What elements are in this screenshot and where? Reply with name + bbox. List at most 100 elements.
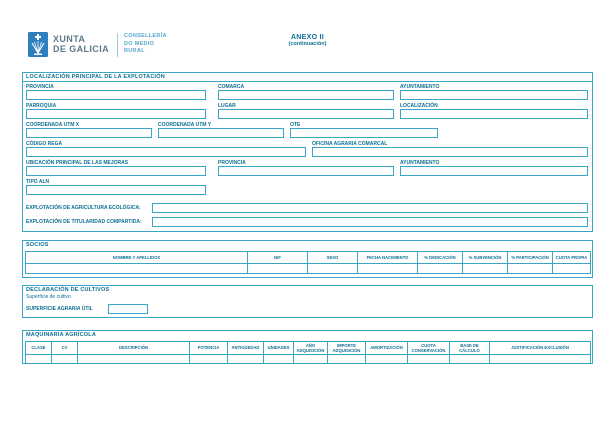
lugar-label: LUGAR — [218, 103, 236, 109]
socios-cell-nombre[interactable] — [25, 263, 248, 274]
socios-row — [25, 263, 591, 274]
maquinaria-col-amortizacion: AMORTIZACIÓN — [365, 341, 408, 355]
utm-y-label: COORDENADA UTM Y — [158, 122, 212, 128]
codigo-rega-input[interactable] — [26, 147, 306, 157]
provincia-label: PROVINCIA — [26, 84, 54, 90]
department-line1: CONSELLERÍA — [124, 32, 167, 39]
maquinaria-col-ano-adquisicion: AÑO ADQUISICIÓN — [293, 341, 328, 355]
ubicacion-mejoras-label: UBICACIÓN PRINCIPAL DE LAS MEJORAS — [26, 160, 129, 166]
socios-cell-sexo[interactable] — [307, 263, 358, 274]
maquinaria-cell-base-calculo[interactable] — [449, 354, 490, 364]
utm-y-input[interactable] — [158, 128, 284, 138]
titularidad-compartida-input[interactable] — [152, 217, 588, 227]
localizacion-input[interactable] — [400, 109, 588, 119]
oficina-agraria-input[interactable] — [312, 147, 588, 157]
localizacion-section-title: LOCALIZACIÓN PRINCIPAL DE LA EXPLOTACIÓN — [26, 74, 165, 80]
maquinaria-col-cuota-conservacion: CUOTA CONSERVACIÓN — [407, 341, 450, 355]
socios-col-fecha-nacimiento: FECHA NACIMIENTO — [357, 251, 418, 264]
oficina-agraria-label: OFICINA AGRARIA COMARCAL — [312, 141, 388, 147]
maquinaria-cell-cv[interactable] — [51, 354, 78, 364]
socios-col-subvencion: % SUBVENCIÓN — [462, 251, 508, 264]
comarca-label: COMARCA — [218, 84, 245, 90]
provincia-mejoras-label: PROVINCIA — [218, 160, 246, 166]
agricultura-ecologica-label: EXPLOTACIÓN DE AGRICULTURA ECOLÓGICA: — [26, 205, 141, 211]
socios-col-participacion: % PARTICIPACIÓN — [507, 251, 553, 264]
socios-cell-nif[interactable] — [247, 263, 308, 274]
maquinaria-section-title: MAQUINARIA AGRÍCOLA — [26, 332, 96, 338]
utm-x-label: COORDENADA UTM X — [26, 122, 80, 128]
logo-org-line2: DE GALICIA — [53, 43, 110, 54]
maquinaria-col-importe-adquisicion: IMPORTE ADQUISICIÓN — [327, 341, 366, 355]
localizacion-label: LOCALIZACIÓN — [400, 103, 438, 109]
ayuntamiento-mejoras-label: AYUNTAMIENTO — [400, 160, 440, 166]
maquinaria-cell-amortizacion[interactable] — [365, 354, 408, 364]
ote-label: OTE — [290, 122, 301, 128]
maquinaria-cell-importe-adquisicion[interactable] — [327, 354, 366, 364]
maquinaria-table: CLASE CV DESCRIPCIÓN POTENCIA ANTIGÜEDAD… — [25, 341, 591, 364]
parroquia-input[interactable] — [26, 109, 206, 119]
ayuntamiento-input[interactable] — [400, 90, 588, 100]
maquinaria-col-descripcion: DESCRIPCIÓN — [77, 341, 190, 355]
maquinaria-cell-ano-adquisicion[interactable] — [293, 354, 328, 364]
socios-col-cuota-propia: CUOTA PROPIA — [552, 251, 591, 264]
socios-cell-fecha-nacimiento[interactable] — [357, 263, 418, 274]
socios-cell-dedicacion[interactable] — [417, 263, 463, 274]
ote-input[interactable] — [290, 128, 438, 138]
comarca-input[interactable] — [218, 90, 394, 100]
socios-section-title: SOCIOS — [26, 242, 49, 248]
ayuntamiento-label: AYUNTAMIENTO — [400, 84, 440, 90]
maquinaria-col-clase: CLASE — [25, 341, 52, 355]
lugar-input[interactable] — [218, 109, 394, 119]
maquinaria-cell-antiguedad[interactable] — [227, 354, 264, 364]
page-subtitle: (continuación) — [288, 41, 327, 47]
maquinaria-col-potencia: POTENCIA — [189, 341, 228, 355]
maquinaria-row — [25, 354, 591, 364]
maquinaria-cell-clase[interactable] — [25, 354, 52, 364]
section-title-divider — [23, 81, 592, 82]
maquinaria-col-cv: CV — [51, 341, 78, 355]
provincia-mejoras-input[interactable] — [218, 166, 394, 176]
cultivos-section-title: DECLARACIÓN DE CULTIVOS — [26, 287, 110, 293]
socios-header-row: NOMBRE Y APELLIDOS NIF SEXO FECHA NACIMI… — [25, 251, 591, 264]
superficie-agraria-util-input[interactable] — [108, 304, 148, 314]
maquinaria-cell-cuota-conservacion[interactable] — [407, 354, 450, 364]
provincia-input[interactable] — [26, 90, 206, 100]
tipo-aln-input[interactable] — [26, 185, 206, 195]
tipo-aln-label: TIPO ALN — [26, 179, 50, 185]
cultivos-subtitle: Superficie de cultivo — [26, 294, 71, 300]
logo-org-line1: XUNTA — [53, 33, 86, 44]
socios-col-sexo: SEXO — [307, 251, 358, 264]
logo-divider — [117, 32, 119, 57]
document-title-block: ANEXO II (continuación) — [230, 34, 385, 47]
xunta-shield-icon — [28, 32, 48, 57]
maquinaria-col-justificacion-exclusion: JUSTIFICACIÓN EXCLUSIÓN — [489, 341, 591, 355]
socios-col-dedicacion: % DEDICACIÓN — [417, 251, 463, 264]
maquinaria-header-row: CLASE CV DESCRIPCIÓN POTENCIA ANTIGÜEDAD… — [25, 341, 591, 355]
parroquia-label: PARROQUIA — [26, 103, 57, 109]
socios-table: NOMBRE Y APELLIDOS NIF SEXO FECHA NACIMI… — [25, 251, 591, 274]
codigo-rega-label: CÓDIGO REGA — [26, 141, 63, 147]
titularidad-compartida-label: EXPLOTACIÓN DE TITULARIDAD COMPARTIDA: — [26, 219, 142, 225]
socios-cell-participacion[interactable] — [507, 263, 553, 274]
logo-org-name: XUNTA DE GALICIA — [53, 33, 110, 54]
socios-cell-cuota-propia[interactable] — [552, 263, 591, 274]
utm-x-input[interactable] — [26, 128, 152, 138]
superficie-agraria-util-label: SUPERFICIE AGRARIA ÚTIL — [26, 306, 93, 312]
xunta-logo: XUNTA DE GALICIA CONSELLERÍA DO MEDIO RU… — [28, 32, 167, 57]
ubicacion-mejoras-input[interactable] — [26, 166, 206, 176]
department-name: CONSELLERÍA DO MEDIO RURAL — [124, 33, 167, 56]
maquinaria-cell-unidades[interactable] — [263, 354, 294, 364]
maquinaria-cell-descripcion[interactable] — [77, 354, 190, 364]
page-title: ANEXO II — [290, 34, 325, 41]
maquinaria-col-unidades: UNIDADES — [263, 341, 294, 355]
maquinaria-cell-justificacion-exclusion[interactable] — [489, 354, 591, 364]
department-line2: DO MEDIO — [124, 40, 155, 47]
maquinaria-cell-potencia[interactable] — [189, 354, 228, 364]
maquinaria-col-base-calculo: BASE DE CÁLCULO — [449, 341, 490, 355]
socios-cell-subvencion[interactable] — [462, 263, 508, 274]
socios-col-nif: NIF — [247, 251, 308, 264]
agricultura-ecologica-input[interactable] — [152, 203, 588, 213]
ayuntamiento-mejoras-input[interactable] — [400, 166, 588, 176]
socios-col-nombre-apellidos: NOMBRE Y APELLIDOS — [25, 251, 248, 264]
maquinaria-col-antiguedad: ANTIGÜEDAD — [227, 341, 264, 355]
